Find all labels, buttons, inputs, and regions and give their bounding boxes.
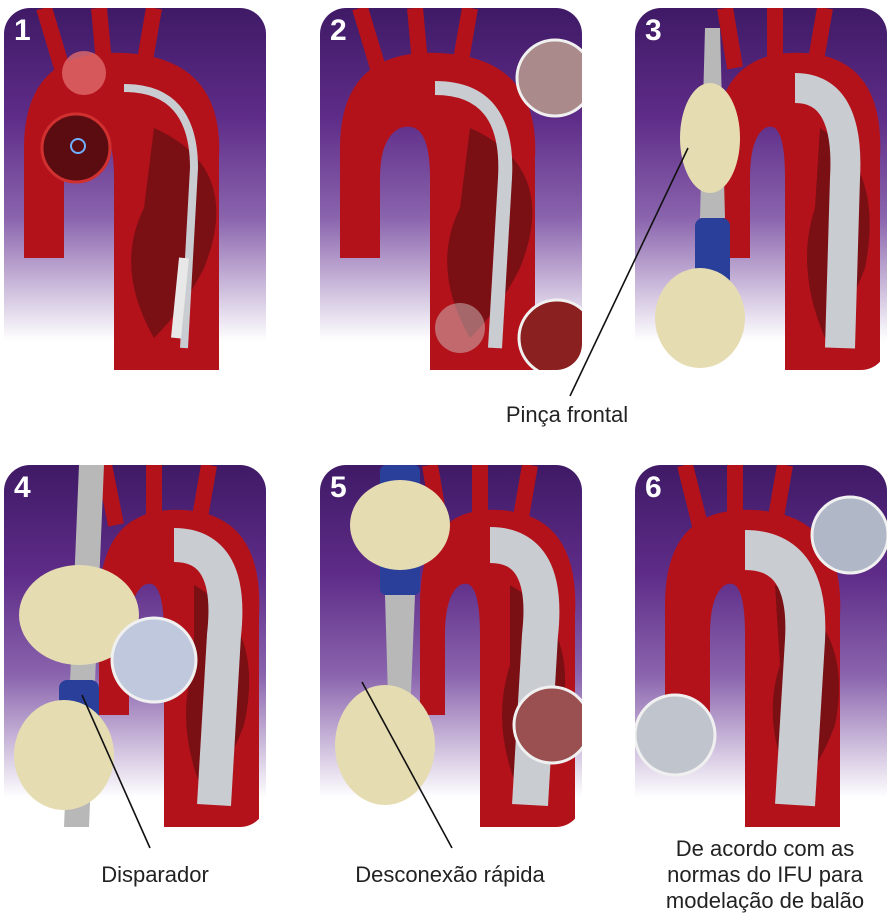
label-ifu-line-1: De acordo com as bbox=[650, 836, 880, 862]
step-number: 3 bbox=[645, 14, 662, 48]
step-panel-4: 4 bbox=[4, 465, 266, 827]
aorta-illustration-2 bbox=[320, 8, 582, 370]
step-number: 1 bbox=[14, 14, 31, 48]
label-ifu-line-2: normas do IFU para bbox=[650, 862, 880, 888]
step-panel-1: 1 bbox=[4, 8, 266, 370]
label-trigger: Disparador bbox=[90, 862, 220, 888]
label-frontal-clamp: Pinça frontal bbox=[492, 402, 642, 428]
step-number: 6 bbox=[645, 471, 662, 505]
aorta-illustration-1 bbox=[4, 8, 266, 370]
aorta-illustration-5 bbox=[320, 465, 582, 827]
label-ifu-line-3: modelação de balão bbox=[650, 888, 880, 914]
step-panel-5: 5 bbox=[320, 465, 582, 827]
step-number: 2 bbox=[330, 14, 347, 48]
step-number: 4 bbox=[14, 471, 31, 505]
step-panel-6: 6 bbox=[635, 465, 887, 827]
step-number: 5 bbox=[330, 471, 347, 505]
label-quick-disconnect: Desconexão rápida bbox=[345, 862, 555, 888]
label-ifu-note: De acordo com as normas do IFU para mode… bbox=[650, 836, 880, 914]
aorta-illustration-6 bbox=[635, 465, 887, 827]
step-panel-2: 2 bbox=[320, 8, 582, 370]
aorta-illustration-4 bbox=[4, 465, 266, 827]
step-panel-3: 3 bbox=[635, 8, 887, 370]
aorta-illustration-3 bbox=[635, 8, 887, 370]
